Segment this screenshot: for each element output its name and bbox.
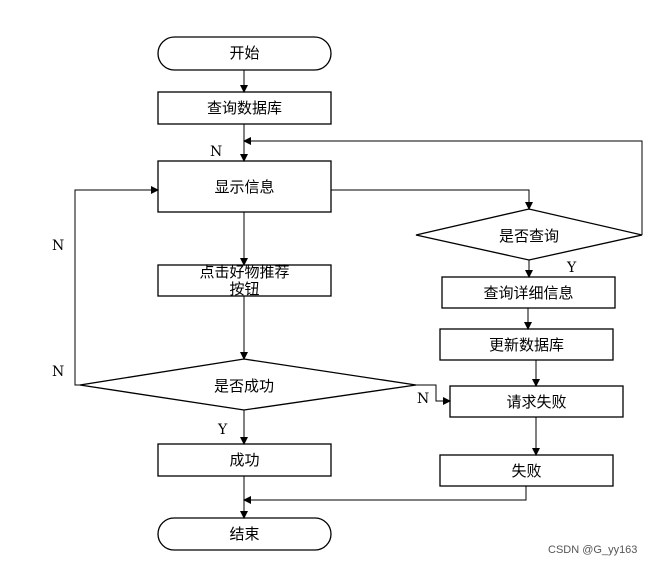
is-query-label: 是否查询 <box>499 227 559 245</box>
arrow-fail-to-end <box>243 486 527 504</box>
end-label: 结束 <box>229 525 259 543</box>
update-db-label: 更新数据库 <box>489 336 564 354</box>
request-fail-node: 请求失败 <box>449 385 624 418</box>
edge-label-y-query: Y <box>566 260 577 276</box>
arrow-is-query-no-loop-back <box>243 137 643 235</box>
query-detail-node: 查询详细信息 <box>441 276 616 309</box>
click-recommend-node: 点击好物推荐 按钮 <box>157 263 332 298</box>
is-success-diamond: 是否成功 <box>79 358 417 411</box>
show-info-node: 显示信息 <box>157 160 332 213</box>
end-node: 结束 <box>157 517 332 551</box>
query-db-node: 查询数据库 <box>157 91 332 125</box>
fail-label: 失败 <box>511 462 541 480</box>
arrow-is-success-no-to-show-info <box>74 186 159 386</box>
fail-node: 失败 <box>439 454 614 487</box>
query-db-label: 查询数据库 <box>207 99 282 117</box>
is-success-label: 是否成功 <box>214 377 274 395</box>
is-query-diamond: 是否查询 <box>415 208 643 261</box>
update-db-node: 更新数据库 <box>439 328 614 361</box>
query-detail-label: 查询详细信息 <box>483 284 573 302</box>
start-node: 开始 <box>157 36 332 71</box>
show-info-label: 显示信息 <box>214 178 274 196</box>
watermark: CSDN @G_yy163 <box>548 544 637 556</box>
click-recommend-label-line1: 点击好物推荐 <box>199 263 289 281</box>
edge-label-n-into-show: N <box>210 144 222 160</box>
arrow-show-info-to-is-query <box>331 189 533 210</box>
edge-label-n-left-loop: N <box>52 238 64 254</box>
arrow-is-success-no-to-request-fail <box>416 384 451 405</box>
request-fail-label: 请求失败 <box>506 393 566 411</box>
success-label: 成功 <box>229 451 259 469</box>
success-node: 成功 <box>157 443 332 477</box>
click-recommend-label-line2: 按钮 <box>229 280 259 298</box>
edge-label-y-success: Y <box>217 422 228 438</box>
edge-label-n-left-diamond: N <box>52 364 64 380</box>
edge-label-n-to-request-fail: N <box>417 391 429 407</box>
start-label: 开始 <box>229 44 259 62</box>
